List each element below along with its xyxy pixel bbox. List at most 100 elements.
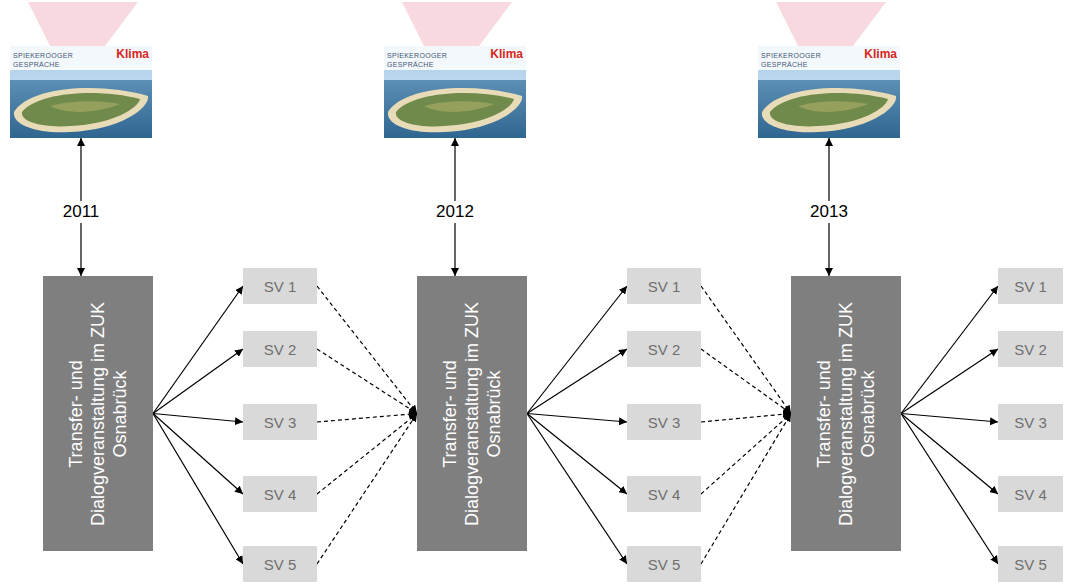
rotated-label: Transfer- und Dialogveranstaltung im ZUK…	[813, 301, 879, 526]
dashed-arrow	[701, 414, 791, 423]
sv-box: SV 1	[243, 268, 317, 304]
arrow	[901, 414, 998, 423]
sv-box: SV 2	[998, 331, 1063, 367]
sv-box: SV 5	[243, 546, 317, 582]
sv-box: SV 3	[998, 404, 1063, 440]
dunes	[798, 101, 868, 112]
sv-label: SV 4	[1014, 486, 1047, 503]
arrow	[901, 286, 998, 414]
dunes	[424, 101, 494, 112]
logo-photo: SPIEKEROOGER KlimaGESPRÄCHE	[384, 46, 526, 138]
sv-box: SV 2	[243, 331, 317, 367]
sv-label: SV 5	[264, 556, 297, 573]
event-title: Transfer- und Dialogveranstaltung im ZUK…	[440, 301, 504, 525]
event-title: Transfer- und Dialogveranstaltung im ZUK…	[814, 301, 878, 525]
dashed-arrow	[701, 349, 791, 414]
arrow	[153, 414, 243, 565]
sv-label: SV 5	[1014, 556, 1047, 573]
sv-label: SV 1	[1014, 278, 1047, 295]
sv-label: SV 4	[648, 486, 681, 503]
sv-label: SV 1	[264, 278, 297, 295]
light-wedge	[402, 2, 512, 46]
arrow	[153, 414, 243, 495]
dashed-arrow	[317, 349, 417, 414]
arrow	[527, 286, 627, 414]
arrow	[153, 286, 243, 414]
light-wedge	[28, 2, 138, 46]
sea	[384, 80, 526, 138]
sv-label: SV 3	[264, 414, 297, 431]
logo-text: GESPRÄCHE	[761, 61, 808, 68]
sv-label: SV 4	[264, 486, 297, 503]
logo-text: GESPRÄCHE	[387, 61, 434, 68]
logo-text: SPIEKEROOGER	[13, 52, 73, 59]
dashed-arrow	[317, 286, 417, 414]
dunes	[50, 101, 120, 112]
year-label: 2013	[807, 201, 851, 223]
sv-box: SV 4	[998, 476, 1063, 512]
sv-label: SV 2	[648, 341, 681, 358]
logo-photo: SPIEKEROOGER KlimaGESPRÄCHE	[758, 46, 900, 138]
sv-label: SV 1	[648, 278, 681, 295]
dashed-arrow	[317, 414, 417, 495]
arrow	[901, 414, 998, 565]
year-label: 2011	[60, 201, 103, 223]
sv-label: SV 5	[648, 556, 681, 573]
arrow	[527, 414, 627, 423]
sea	[758, 80, 900, 138]
sv-box: SV 2	[627, 331, 701, 367]
dashed-arrow	[317, 414, 417, 565]
rotated-label: Transfer- und Dialogveranstaltung im ZUK…	[439, 301, 505, 526]
island-photo	[758, 2, 900, 138]
event-title: Transfer- und Dialogveranstaltung im ZUK…	[66, 301, 130, 525]
logo-text: SPIEKEROOGER	[387, 52, 447, 59]
island-photo	[384, 2, 526, 138]
sv-box: SV 5	[998, 546, 1063, 582]
arrow	[901, 414, 998, 495]
logo-text: GESPRÄCHE	[13, 61, 60, 68]
logo-text: SPIEKEROOGER	[761, 52, 821, 59]
island	[22, 93, 140, 126]
arrow	[153, 349, 243, 414]
sv-label: SV 2	[1014, 341, 1047, 358]
island-photos	[10, 2, 900, 138]
event-box: Transfer- und Dialogveranstaltung im ZUK…	[43, 276, 153, 551]
sv-box: SV 3	[627, 404, 701, 440]
arrow	[527, 414, 627, 495]
sky	[10, 46, 152, 138]
logo-strip: SPIEKEROOGER KlimaGESPRÄCHE	[758, 46, 900, 70]
sv-box: SV 1	[998, 268, 1063, 304]
sv-label: SV 3	[648, 414, 681, 431]
sv-box: SV 1	[627, 268, 701, 304]
sky	[758, 46, 900, 138]
year-label: 2012	[433, 201, 477, 223]
light-wedge	[776, 2, 886, 46]
logo-text: Klima	[864, 47, 897, 61]
sv-label: SV 2	[264, 341, 297, 358]
event-box: Transfer- und Dialogveranstaltung im ZUK…	[417, 276, 527, 551]
arrow	[153, 414, 243, 423]
logo-text: Klima	[116, 47, 149, 61]
dashed-arrow	[701, 286, 791, 414]
beach	[762, 88, 896, 132]
arrow	[527, 414, 627, 565]
sea	[10, 80, 152, 138]
arrow	[901, 349, 998, 414]
logo-photo: SPIEKEROOGER KlimaGESPRÄCHE	[10, 46, 152, 138]
sv-label: SV 3	[1014, 414, 1047, 431]
sv-box: SV 3	[243, 404, 317, 440]
event-box: Transfer- und Dialogveranstaltung im ZUK…	[791, 276, 901, 551]
dashed-arrow	[701, 414, 791, 565]
logo-text: Klima	[490, 47, 523, 61]
dashed-arrow	[701, 414, 791, 495]
beach	[388, 88, 522, 132]
logo-strip: SPIEKEROOGER KlimaGESPRÄCHE	[10, 46, 152, 70]
rotated-label: Transfer- und Dialogveranstaltung im ZUK…	[65, 301, 131, 526]
sv-box: SV 4	[627, 476, 701, 512]
logo-strip: SPIEKEROOGER KlimaGESPRÄCHE	[384, 46, 526, 70]
sv-box: SV 5	[627, 546, 701, 582]
sky	[384, 46, 526, 138]
